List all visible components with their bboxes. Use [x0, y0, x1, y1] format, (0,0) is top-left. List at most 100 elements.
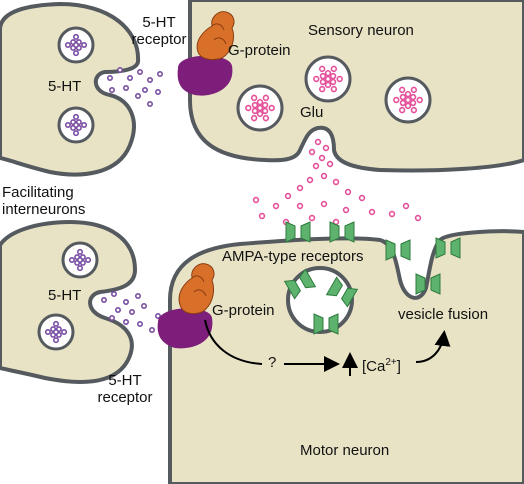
glutamate-molecule: [332, 178, 340, 186]
serotonin-molecules: [44, 33, 164, 344]
glutamate-molecule: [250, 114, 258, 122]
serotonin-molecule: [52, 337, 59, 344]
serotonin-molecule: [85, 256, 92, 263]
glutamate-molecule: [324, 69, 332, 77]
glutamate-molecule: [313, 75, 320, 83]
glutamate-molecule: [326, 160, 334, 168]
ampa-receptor: [285, 221, 311, 243]
5ht-bottom-label: 5-HT: [48, 287, 82, 304]
glutamate-molecule: [342, 206, 350, 214]
serotonin-molecule: [52, 320, 59, 327]
serotonin-molecule: [77, 256, 84, 263]
glutamate-molecule: [330, 85, 338, 93]
glutamate-molecule: [399, 99, 407, 107]
glutamate-molecule: [296, 202, 304, 210]
glutamate-molecule: [416, 96, 423, 104]
ampa-receptor: [415, 273, 441, 295]
vesicle-fusion-label: vesicle fusion: [398, 306, 489, 323]
glutamate-molecule: [393, 96, 400, 104]
glutamate-molecule: [284, 192, 292, 200]
glutamate-molecule: [319, 72, 327, 80]
glutamate-molecule: [308, 148, 316, 156]
5ht-receptor-top: [177, 55, 233, 96]
interneuron-terminal-top: [0, 1, 141, 177]
calcium-label: [Ca2+]: [362, 357, 401, 375]
sensory-neuron-body: [188, 0, 524, 173]
glutamate-molecule: [256, 110, 264, 118]
serotonin-molecule: [155, 89, 162, 96]
serotonin-molecule: [73, 130, 80, 137]
glutamate-molecule: [330, 65, 338, 73]
glutamate-molecule: [358, 194, 366, 202]
serotonin-molecule: [77, 248, 84, 255]
glutamate-molecule: [262, 114, 270, 122]
serotonin-molecule: [68, 256, 75, 263]
g-protein-bottom: [178, 263, 215, 315]
g-protein-top-label: G-protein: [228, 42, 291, 59]
glutamate-molecule: [324, 81, 332, 89]
g-protein-bottom-label: G-protein: [212, 302, 275, 319]
serotonin-molecule: [135, 93, 142, 100]
glutamate-molecule: [296, 184, 304, 192]
serotonin-molecule: [64, 41, 71, 48]
serotonin-molecule: [109, 87, 116, 94]
serotonin-molecule: [149, 326, 156, 333]
glutamate-molecule: [329, 72, 337, 80]
glutamate-molecule: [410, 106, 418, 114]
serotonin-molecule: [123, 298, 130, 305]
ampa-receptor: [329, 221, 355, 243]
ampa-receptor: [283, 268, 317, 300]
serotonin-molecule: [73, 113, 80, 120]
ampa-receptors: [283, 221, 461, 335]
serotonin-molecule: [107, 75, 114, 82]
glutamate-molecule: [404, 102, 412, 110]
glutamate-molecule: [344, 188, 352, 196]
glutamate-molecule: [251, 107, 259, 115]
glutamate-molecule: [336, 75, 343, 83]
glutamate-molecule: [398, 106, 406, 114]
glutamate-molecule: [402, 202, 410, 210]
serotonin-molecule: [77, 265, 84, 272]
glutamate-molecule: [318, 154, 326, 162]
glutamate-molecule: [329, 78, 337, 86]
glutamate-molecule: [404, 90, 412, 98]
serotonin-molecule: [147, 77, 154, 84]
ampa-receptor: [313, 313, 339, 335]
glutamate-molecule: [410, 86, 418, 94]
serotonin-molecule: [123, 85, 130, 92]
glutamate-molecule: [320, 200, 328, 208]
serotonin-molecule: [73, 50, 80, 57]
serotonin-molecule: [111, 290, 118, 297]
ampa-receptors-label: AMPA-type receptors: [222, 248, 364, 265]
interneuron-terminal-bottom: [0, 219, 138, 384]
glutamate-molecule: [256, 98, 264, 106]
question-label: ?: [268, 354, 277, 371]
glutamate-molecule: [319, 78, 327, 86]
glutamate-molecule: [261, 107, 269, 115]
glutamate-molecule: [250, 94, 258, 102]
serotonin-molecule: [157, 71, 164, 78]
glutamate-molecule: [414, 214, 422, 222]
serotonin-molecule: [147, 101, 154, 108]
serotonin-molecule: [127, 75, 134, 82]
glutamate-molecule: [268, 104, 275, 112]
serotonin-molecule: [129, 308, 136, 315]
serotonin-molecule: [73, 33, 80, 40]
serotonin-molecule: [64, 122, 71, 129]
g-protein-top: [196, 11, 235, 61]
serotonin-molecule: [123, 318, 130, 325]
glutamate-molecule: [308, 214, 316, 222]
glutamate-molecule: [306, 176, 314, 184]
serotonin-molecule: [155, 312, 162, 319]
glutamate-molecule: [256, 104, 264, 112]
serotonin-molecule: [52, 328, 59, 335]
glutamate-molecule: [261, 101, 269, 109]
serotonin-molecule: [81, 122, 88, 129]
serotonin-molecule: [73, 41, 80, 48]
serotonin-molecule: [44, 328, 51, 335]
5ht-top-label: 5-HT: [48, 78, 82, 95]
serotonin-molecule: [115, 306, 122, 313]
